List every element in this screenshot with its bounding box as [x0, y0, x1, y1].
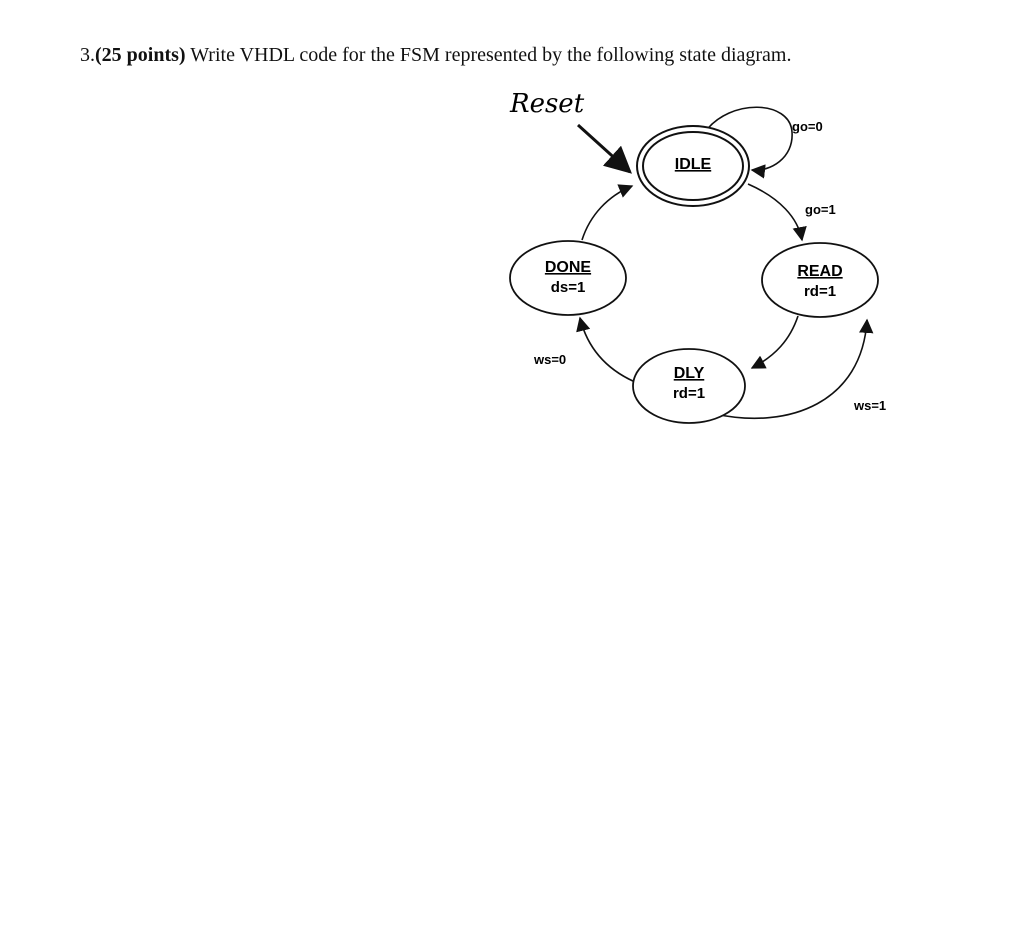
state-dly: DLY rd=1 — [632, 348, 746, 424]
state-done-name: DONE — [545, 259, 592, 276]
transition-read-to-dly — [750, 315, 799, 369]
label-dly-to-read: ws=1 — [853, 398, 886, 413]
state-diagram: Reset go=0 go=1 ws=1 ws=0 IDLE READ rd=1… — [509, 89, 886, 424]
state-read: READ rd=1 — [761, 242, 879, 318]
state-read-name: READ — [797, 263, 842, 280]
state-done-output: ds=1 — [551, 279, 586, 296]
state-done: DONE ds=1 — [509, 240, 627, 316]
question-body: Write VHDL code for the FSM represented … — [185, 44, 792, 66]
label-dly-to-done: ws=0 — [533, 352, 566, 367]
state-dly-name: DLY — [674, 365, 705, 382]
reset-label: Reset — [509, 89, 585, 119]
state-idle: IDLE — [636, 125, 750, 207]
question-points: (25 points) — [95, 44, 186, 66]
reset-arrow — [576, 123, 633, 174]
question-text: 3.(25 points) Write VHDL code for the FS… — [80, 42, 791, 68]
label-idle-self: go=0 — [792, 119, 823, 134]
state-dly-output: rd=1 — [673, 385, 705, 402]
transition-idle-self — [704, 106, 793, 179]
transition-dly-to-read — [714, 318, 874, 420]
transition-done-to-idle — [581, 184, 634, 241]
question-number: 3. — [80, 44, 95, 66]
transition-dly-to-done — [576, 316, 636, 383]
label-idle-to-read: go=1 — [805, 202, 836, 217]
state-idle-name: IDLE — [675, 156, 712, 173]
transition-idle-to-read — [747, 183, 807, 242]
state-read-output: rd=1 — [804, 283, 836, 300]
